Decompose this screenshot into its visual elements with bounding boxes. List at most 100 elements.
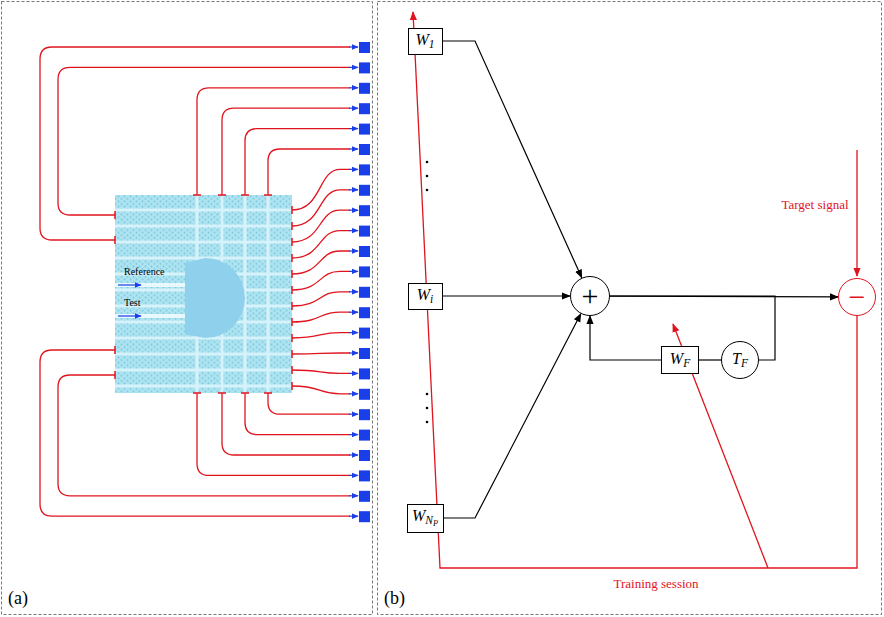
detector-arrow [349, 87, 358, 88]
symbol-part: F [683, 357, 690, 369]
output-wire [292, 353, 350, 354]
output-wire [197, 88, 350, 195]
symbol-part: N [425, 514, 433, 526]
photodetector [359, 185, 370, 196]
photodetector [359, 307, 370, 318]
detector-arrow [349, 230, 358, 231]
symbol-part: P [433, 520, 438, 529]
wire-terminal [291, 302, 293, 310]
signal-label: Training session [613, 577, 698, 591]
panel-border [378, 2, 882, 615]
output-wire [245, 393, 350, 435]
output-wire [222, 393, 350, 455]
signal-label: Target signal [781, 198, 848, 212]
detector-arrow [349, 46, 358, 47]
photodetector [359, 287, 370, 298]
detector-arrow [349, 332, 358, 333]
target-arrow [856, 150, 857, 276]
wire-terminal [291, 270, 293, 278]
symbol-part: W [670, 350, 683, 367]
detector-arrow [349, 414, 358, 415]
wire-terminal [114, 346, 116, 354]
input-waveguide [115, 314, 188, 318]
detector-arrow [349, 128, 358, 129]
wire-terminal [291, 334, 293, 342]
operator-symbol: + [582, 284, 599, 308]
photodetector [359, 511, 370, 522]
photodetector [359, 348, 370, 359]
waveguides [115, 195, 292, 393]
detector-arrow [349, 271, 358, 272]
signal-line [443, 41, 582, 278]
output-wire [58, 67, 350, 215]
detector-arrow [349, 454, 358, 455]
wire-terminal [291, 366, 293, 374]
waveguide [115, 241, 292, 244]
detectors [349, 42, 370, 522]
signal-line [699, 359, 721, 360]
crystal-lattice [115, 195, 292, 393]
wire-terminal [193, 392, 201, 394]
weight-label: WF [670, 350, 690, 370]
panel-label: (b) [384, 589, 405, 609]
delay-circle: TF [721, 341, 759, 379]
weight-label: Wi [417, 286, 434, 306]
detector-arrow [349, 291, 358, 292]
output-wire [222, 108, 350, 195]
waveguide [267, 195, 270, 393]
wire-terminal [291, 222, 293, 230]
subscript: i [430, 293, 433, 305]
symbol-part: F [741, 357, 748, 369]
wire-terminal [264, 392, 272, 394]
output-wire [292, 190, 350, 226]
wire-terminal [193, 194, 201, 196]
detector-arrow [349, 475, 358, 476]
detector-arrow [349, 169, 358, 170]
detector-arrow [349, 352, 358, 353]
cavity [185, 258, 245, 338]
detector-arrow [349, 210, 358, 211]
signal-line [444, 314, 581, 518]
input-arrow [118, 315, 141, 316]
panel-border [2, 2, 373, 615]
output-wire [292, 333, 350, 338]
waveguide [115, 353, 292, 356]
feedback-weight-box: WF [661, 346, 699, 374]
detector-arrow [349, 148, 358, 149]
detector-arrow [349, 250, 358, 251]
waveguide [115, 385, 292, 388]
wire-terminal [291, 206, 293, 214]
symbol-part: i [430, 293, 433, 305]
subscript: P [433, 520, 438, 529]
output-wire [58, 375, 350, 496]
output-wire [40, 350, 350, 516]
photodetector [359, 144, 370, 155]
output-wire [245, 129, 350, 195]
photonic-crystal [115, 195, 292, 393]
symbol-part: − [849, 280, 866, 313]
subscript: 1 [429, 38, 435, 50]
detector-arrow [349, 495, 358, 496]
output-wires [40, 47, 350, 516]
symbol-part: + [582, 279, 599, 312]
input-arrow [118, 284, 141, 285]
detector-arrow [349, 312, 358, 313]
photodetector [359, 328, 370, 339]
output-wire [268, 393, 350, 414]
wire-terminal [291, 318, 293, 326]
wire-terminal [291, 382, 293, 390]
waveguide [115, 225, 292, 228]
photodetector [359, 42, 370, 53]
output-wire [197, 393, 350, 475]
crystal-slab [115, 195, 292, 393]
wire-terminal [114, 371, 116, 379]
wire-terminal [264, 194, 272, 196]
operator-symbol: − [849, 285, 866, 309]
photodetector [359, 103, 370, 114]
training-path [413, 12, 857, 568]
symbol-part: W [415, 31, 428, 48]
photodetector [359, 368, 370, 379]
photodetector [359, 450, 370, 461]
input-label: Reference [124, 266, 165, 277]
